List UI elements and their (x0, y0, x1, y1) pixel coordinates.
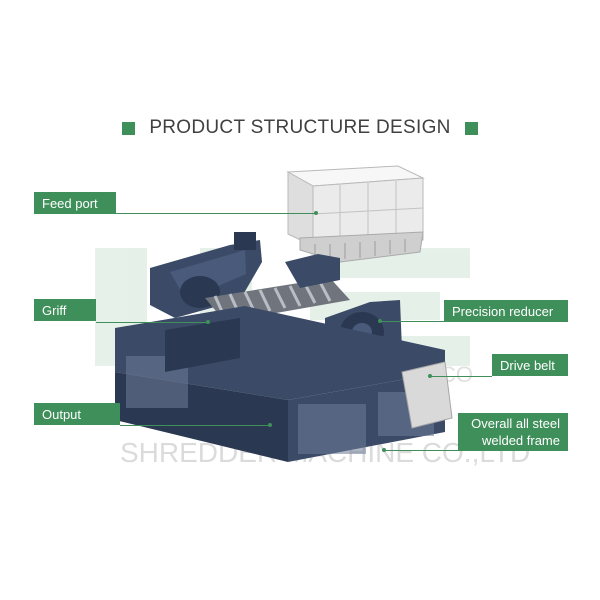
callout-feed-port-label: Feed port (42, 195, 98, 211)
leader-feed-port (116, 213, 316, 214)
dot-precision-reducer (378, 319, 382, 323)
callout-output: Output (34, 403, 120, 425)
leader-precision-reducer (380, 321, 444, 322)
leader-griff (96, 322, 208, 323)
leader-frame (384, 450, 458, 451)
title-text: PRODUCT STRUCTURE DESIGN (149, 117, 451, 138)
callout-griff-label: Griff (42, 302, 67, 318)
leader-output (120, 425, 270, 426)
callout-frame-line2: welded frame (481, 433, 560, 448)
dot-drive-belt (428, 374, 432, 378)
callout-output-label: Output (42, 406, 82, 422)
callout-feed-port: Feed port (34, 192, 116, 214)
callout-frame: Overall all steel welded frame (458, 413, 568, 451)
dot-output (268, 423, 272, 427)
callout-griff: Griff (34, 299, 96, 321)
dot-frame (382, 448, 386, 452)
dot-feed-port (314, 211, 318, 215)
title-square-right-icon (464, 121, 478, 135)
callout-frame-line1: Overall all steel (471, 416, 560, 431)
callout-precision-reducer: Precision reducer (444, 300, 568, 322)
dot-griff (206, 320, 210, 324)
callout-precision-reducer-label: Precision reducer (452, 303, 554, 319)
section-title: PRODUCT STRUCTURE DESIGN (0, 113, 600, 143)
leader-drive-belt (430, 376, 492, 377)
title-square-left-icon (122, 121, 136, 135)
callout-drive-belt-label: Drive belt (500, 357, 555, 373)
drive-belt-guard (401, 361, 453, 429)
callout-drive-belt: Drive belt (492, 354, 568, 376)
feed-hopper (286, 165, 425, 263)
